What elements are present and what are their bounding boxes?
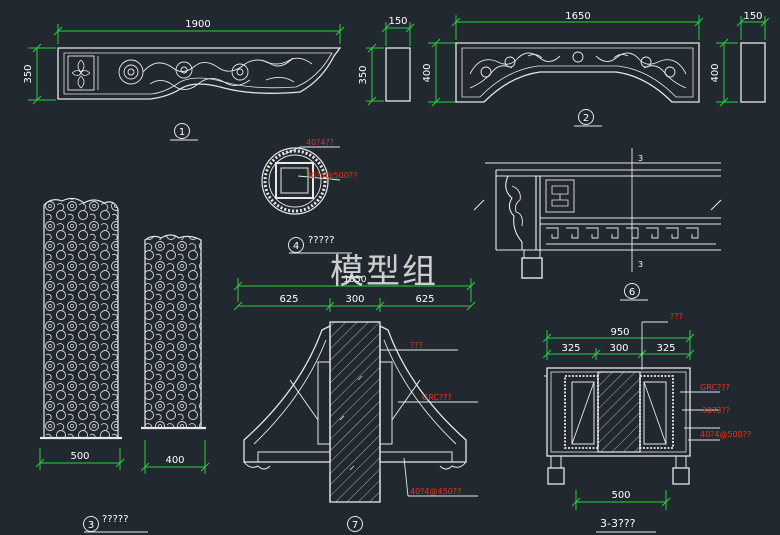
dim-1550-label: 1550 <box>344 275 367 285</box>
dim-350-left <box>28 43 56 105</box>
dim-625-right-label: 625 <box>415 294 434 305</box>
dim-350-label-2: 350 <box>358 65 369 84</box>
note-cs-b: GRC??? <box>700 383 730 392</box>
detail-3-title: ????? <box>102 514 129 525</box>
core-column <box>329 321 381 503</box>
dim-1650-label: 1650 <box>565 11 590 22</box>
detail-7-number: 7 <box>352 520 358 531</box>
note-cs-d: 40?4@500?? <box>700 430 751 439</box>
note-7c: 40?4@450?? <box>410 487 461 496</box>
column-400 <box>144 234 202 429</box>
note-4b: 30?4@500?? <box>306 171 357 180</box>
detail-4-number: 4 <box>293 241 299 252</box>
detail-2: 1650 400 150 400 2 <box>422 11 770 127</box>
dim-1900 <box>53 24 345 44</box>
beam-2-end-view <box>740 42 766 103</box>
dim-400-label-2: 400 <box>710 63 721 82</box>
dim-150-1 <box>366 22 415 106</box>
dim-350-label: 350 <box>23 64 34 83</box>
detail-6: 3 3 6 <box>473 148 722 301</box>
dim-625-left-label: 625 <box>279 294 298 305</box>
section-3-3: 950 325 300 325 500 ??? GRC??? 30?3?? 40… <box>542 312 751 533</box>
detail-1: 1900 350 150 <box>23 16 415 141</box>
section-title: 3-3??? <box>600 517 636 530</box>
core-column-section <box>597 371 641 453</box>
dim-150-label-2: 150 <box>743 11 762 22</box>
detail-4: 40?4?? 30?4@500?? 4 ????? <box>261 138 357 254</box>
note-4a: 40?4?? <box>306 138 334 147</box>
note-7b: GRC??? <box>422 393 452 402</box>
beam-1-carving <box>118 57 313 90</box>
section-mark-bottom: 3 <box>638 260 643 269</box>
detail-3-number: 3 <box>88 520 94 531</box>
detail-1-number: 1 <box>179 127 185 138</box>
dim-300-label: 300 <box>345 294 364 305</box>
dim-500-label: 500 <box>70 451 89 462</box>
beam-2-carving <box>469 51 687 89</box>
note-7a: ??? <box>410 341 423 350</box>
bracket-6 <box>505 175 537 251</box>
dim-150-label: 150 <box>388 16 407 27</box>
corbel-right <box>379 324 467 463</box>
detail-3: 500 400 3 ????? <box>35 197 210 533</box>
beam-1-outline <box>57 47 342 100</box>
beam-2-outline <box>455 42 700 103</box>
detail-6-number: 6 <box>629 287 635 298</box>
section-mark-top: 3 <box>638 154 643 163</box>
corbel-left <box>243 324 331 463</box>
detail-7: 1550 625 300 625 ??? GRC??? 40?4@450?? 7 <box>233 275 478 532</box>
dim-325-right-label: 325 <box>656 343 675 354</box>
dim-500-label-2: 500 <box>611 490 630 501</box>
dim-400-label: 400 <box>422 63 433 82</box>
note-cs-c: 30?3?? <box>702 406 730 415</box>
note-cs-a: ??? <box>670 312 683 321</box>
dim-1900-label: 1900 <box>185 19 210 30</box>
dim-400-label-3: 400 <box>165 455 184 466</box>
watermark: 模型组 <box>330 252 438 292</box>
detail-2-number: 2 <box>583 113 589 124</box>
fretwork-band <box>546 227 716 245</box>
beam-1-end-view <box>385 47 411 102</box>
dim-325-left-label: 325 <box>561 343 580 354</box>
detail-4-title: ????? <box>308 235 335 246</box>
dim-950-label: 950 <box>610 327 629 338</box>
dim-300-label-2: 300 <box>609 343 628 354</box>
column-500 <box>43 197 119 439</box>
